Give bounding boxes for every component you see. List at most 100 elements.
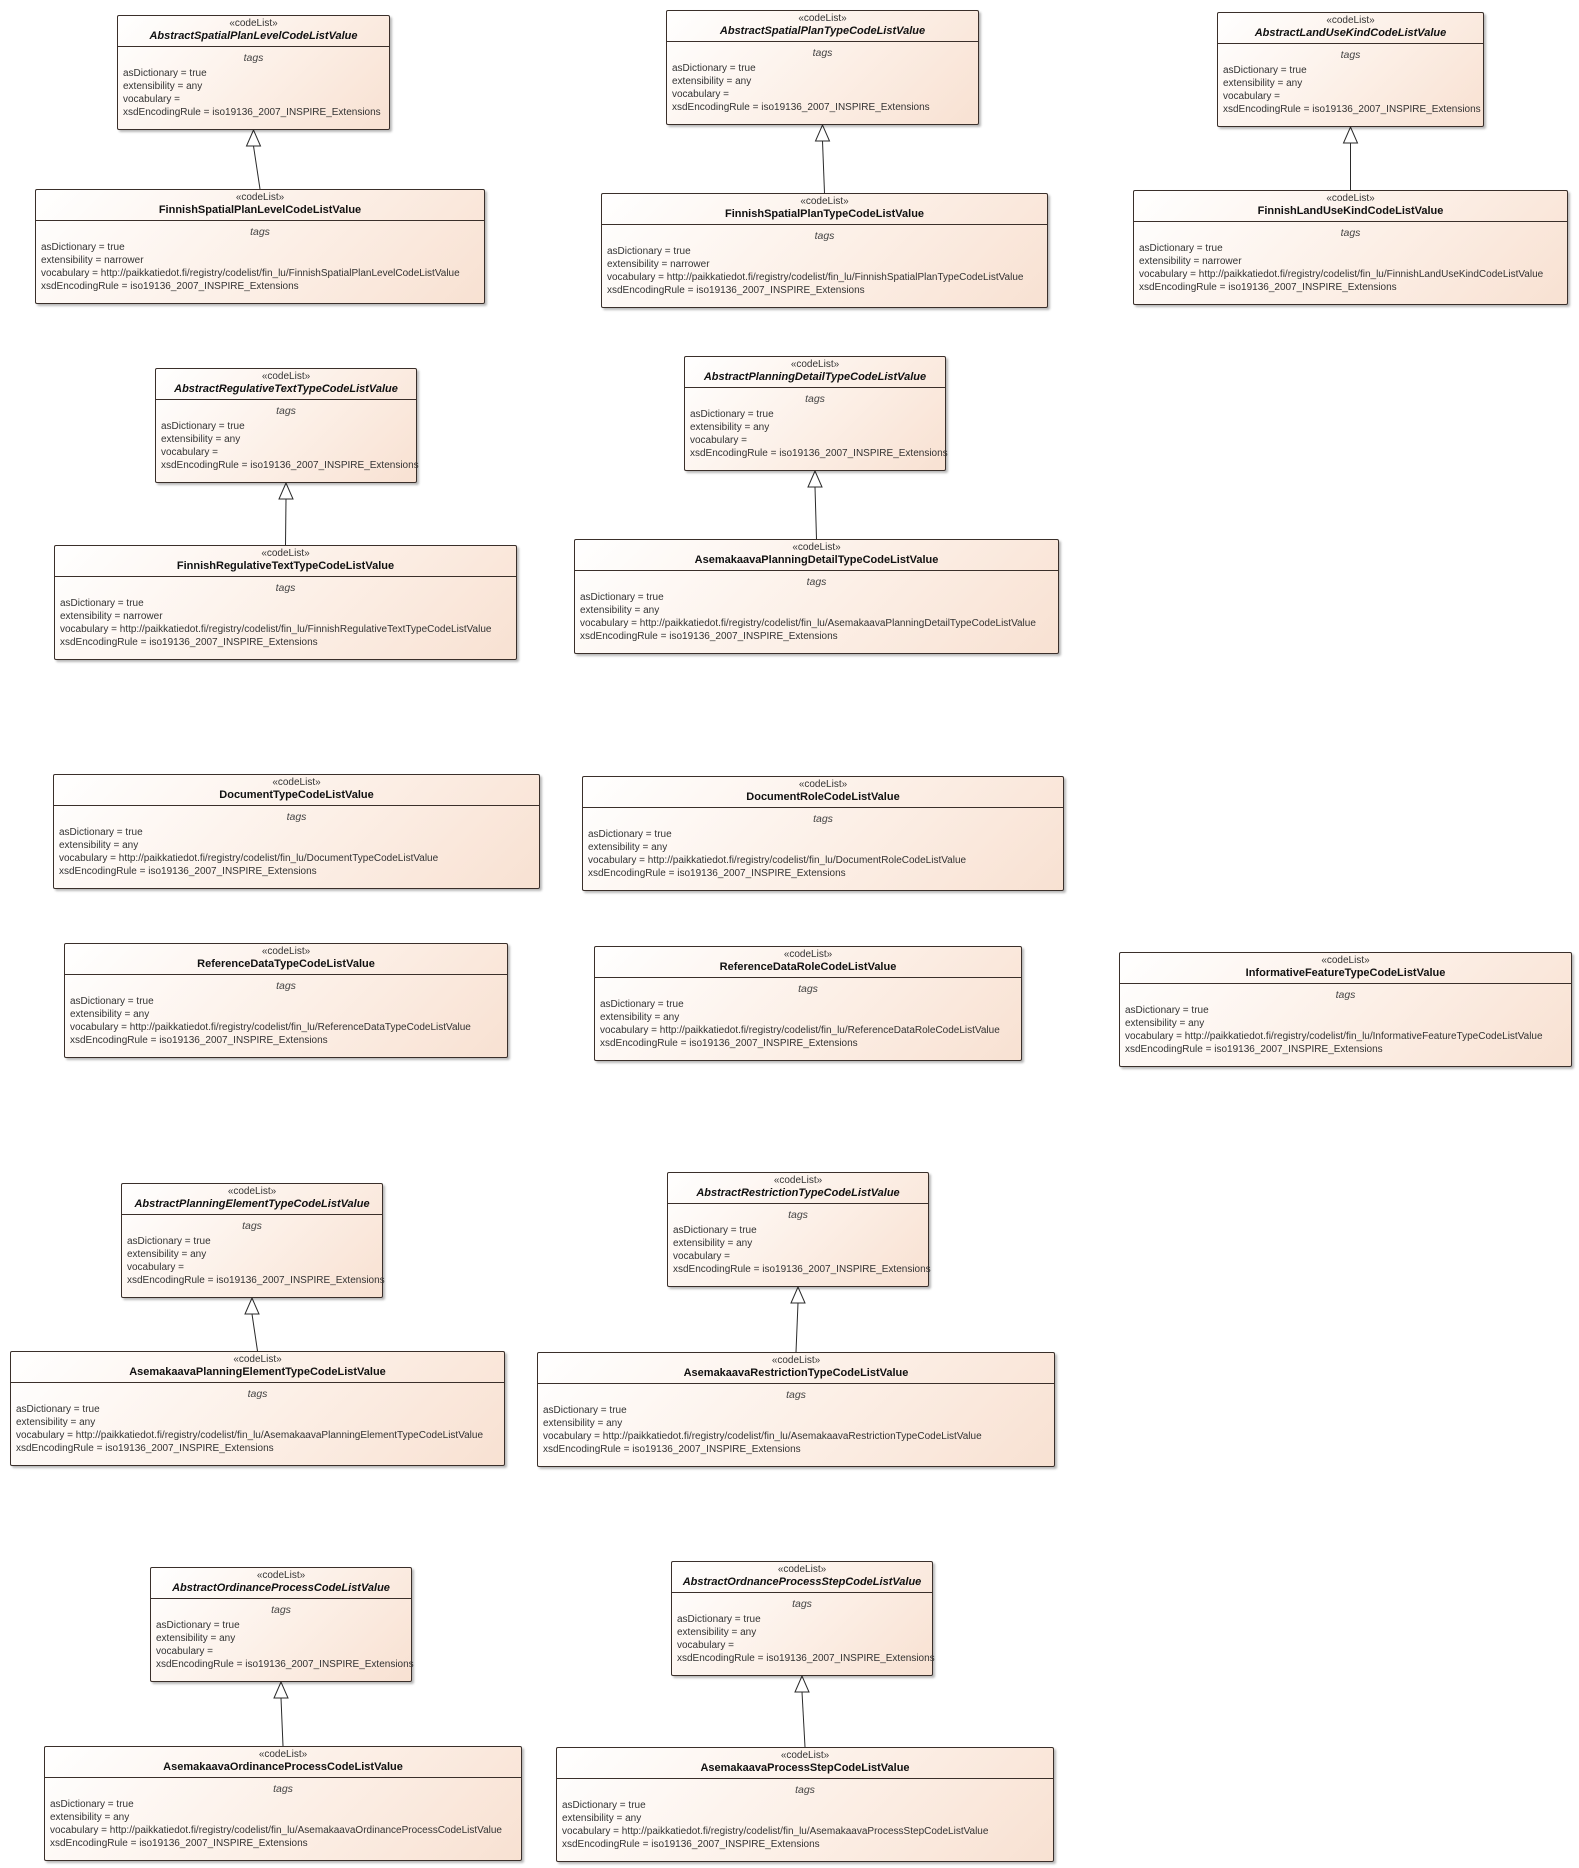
generalization-arrow: [794, 1674, 810, 1748]
class-header: «codeList»AsemakaavaPlanningDetailTypeCo…: [575, 540, 1058, 571]
tag-value: asDictionary = true: [127, 1236, 211, 1247]
tag-value: asDictionary = true: [60, 598, 144, 609]
tags-heading: tags: [243, 52, 264, 64]
tag-value: vocabulary = http://paikkatiedot.fi/regi…: [70, 1022, 471, 1033]
class-box[interactable]: «codeList»AbstractOrdnanceProcessStepCod…: [671, 1561, 935, 1676]
tag-value: asDictionary = true: [123, 68, 207, 79]
class-box[interactable]: «codeList»AsemakaavaPlanningElementTypeC…: [10, 1351, 505, 1466]
tag-value: extensibility = any: [543, 1418, 623, 1429]
tag-value: xsdEncodingRule = iso19136_2007_INSPIRE_…: [677, 1653, 935, 1664]
class-header: «codeList»FinnishSpatialPlanTypeCodeList…: [602, 194, 1047, 225]
class-header: «codeList»AsemakaavaRestrictionTypeCodeL…: [538, 1353, 1054, 1384]
generalization-triangle: [794, 1674, 810, 1693]
class-box[interactable]: «codeList»AbstractPlanningDetailTypeCode…: [684, 356, 948, 471]
tag-value: vocabulary =: [673, 1251, 730, 1262]
tags-heading: tags: [1340, 49, 1361, 61]
tag-value: xsdEncodingRule = iso19136_2007_INSPIRE_…: [70, 1035, 328, 1046]
tag-value: vocabulary = http://paikkatiedot.fi/regi…: [60, 624, 492, 635]
tag-value: extensibility = any: [1223, 78, 1303, 89]
tag-value: vocabulary = http://paikkatiedot.fi/regi…: [580, 618, 1036, 629]
class-box[interactable]: «codeList»ReferenceDataTypeCodeListValue…: [64, 943, 508, 1058]
tag-value: xsdEncodingRule = iso19136_2007_INSPIRE_…: [607, 285, 865, 296]
tag-value: asDictionary = true: [562, 1800, 646, 1811]
tags-heading: tags: [792, 1598, 812, 1610]
tags-heading: tags: [247, 1388, 268, 1400]
class-name: DocumentTypeCodeListValue: [219, 789, 374, 801]
tag-value: xsdEncodingRule = iso19136_2007_INSPIRE_…: [1139, 282, 1397, 293]
class-box[interactable]: «codeList»InformativeFeatureTypeCodeList…: [1119, 952, 1572, 1067]
generalization-triangle: [273, 1680, 289, 1699]
class-box[interactable]: «codeList»AsemakaavaOrdinanceProcessCode…: [44, 1746, 522, 1861]
class-header: «codeList»FinnishLandUseKindCodeListValu…: [1134, 191, 1567, 222]
class-box[interactable]: «codeList»FinnishLandUseKindCodeListValu…: [1133, 190, 1568, 305]
class-box[interactable]: «codeList»AbstractRegulativeTextTypeCode…: [155, 368, 419, 483]
tags-heading: tags: [1335, 989, 1356, 1001]
tag-value: asDictionary = true: [588, 829, 672, 840]
class-box[interactable]: «codeList»AbstractSpatialPlanTypeCodeLis…: [666, 10, 979, 125]
class-box[interactable]: «codeList»AbstractLandUseKindCodeListVal…: [1217, 12, 1484, 127]
class-name: AbstractLandUseKindCodeListValue: [1254, 27, 1447, 39]
tag-value: vocabulary =: [156, 1646, 213, 1657]
tag-value: vocabulary =: [672, 89, 729, 100]
class-name: AbstractSpatialPlanTypeCodeListValue: [719, 25, 926, 37]
tag-value: asDictionary = true: [1223, 65, 1307, 76]
class-name: AbstractPlanningElementTypeCodeListValue: [134, 1198, 370, 1210]
class-box[interactable]: «codeList»AbstractRestrictionTypeCodeLis…: [667, 1172, 931, 1287]
generalization-line: [814, 486, 817, 540]
class-stereotype: «codeList»: [1326, 193, 1375, 204]
class-box[interactable]: «codeList»FinnishSpatialPlanLevelCodeLis…: [35, 189, 485, 304]
tags-compartment: tags asDictionary = true extensibility = a…: [1218, 44, 1483, 118]
tag-value: xsdEncodingRule = iso19136_2007_INSPIRE_…: [673, 1264, 931, 1275]
class-box[interactable]: «codeList»FinnishSpatialPlanTypeCodeList…: [601, 193, 1048, 308]
tag-value: xsdEncodingRule = iso19136_2007_INSPIRE_…: [161, 460, 419, 471]
tag-value: extensibility = narrower: [607, 259, 710, 270]
tag-value: vocabulary =: [677, 1640, 734, 1651]
generalization-arrow: [245, 128, 262, 190]
class-stereotype: «codeList»: [800, 196, 849, 207]
class-stereotype: «codeList»: [777, 1564, 827, 1575]
class-box[interactable]: «codeList»ReferenceDataRoleCodeListValue…: [594, 946, 1022, 1061]
tag-value: vocabulary = http://paikkatiedot.fi/regi…: [16, 1430, 484, 1441]
class-header: «codeList»AbstractOrdnanceProcessStepCod…: [672, 1562, 932, 1593]
class-header: «codeList»AbstractRestrictionTypeCodeLis…: [668, 1173, 928, 1204]
class-name: AbstractRestrictionTypeCodeListValue: [696, 1187, 900, 1199]
tag-value: extensibility = any: [70, 1009, 150, 1020]
tag-value: xsdEncodingRule = iso19136_2007_INSPIRE_…: [59, 866, 317, 877]
class-box[interactable]: «codeList»AsemakaavaProcessStepCodeListV…: [556, 1747, 1054, 1862]
class-box[interactable]: «codeList»AbstractOrdinanceProcessCodeLi…: [150, 1567, 414, 1682]
generalization-line: [253, 145, 261, 190]
class-header: «codeList»AsemakaavaPlanningElementTypeC…: [11, 1352, 504, 1383]
tag-value: vocabulary = http://paikkatiedot.fi/regi…: [50, 1825, 502, 1836]
generalization-triangle: [245, 128, 262, 147]
generalization-line: [280, 1697, 284, 1747]
class-box[interactable]: «codeList»AsemakaavaRestrictionTypeCodeL…: [537, 1352, 1055, 1467]
class-header: «codeList»AsemakaavaProcessStepCodeListV…: [557, 1748, 1053, 1779]
tags-heading: tags: [786, 1389, 806, 1401]
tags-heading: tags: [271, 1604, 291, 1616]
tag-value: asDictionary = true: [1125, 1005, 1209, 1016]
class-box[interactable]: «codeList»FinnishRegulativeTextTypeCodeL…: [54, 545, 517, 660]
tag-value: vocabulary = http://paikkatiedot.fi/regi…: [600, 1025, 1000, 1036]
class-name: AsemakaavaOrdinanceProcessCodeListValue: [163, 1761, 403, 1773]
class-header: «codeList»AbstractPlanningDetailTypeCode…: [685, 357, 945, 388]
tag-value: asDictionary = true: [600, 999, 684, 1010]
class-box[interactable]: «codeList»AsemakaavaPlanningDetailTypeCo…: [574, 539, 1059, 654]
tag-value: vocabulary = http://paikkatiedot.fi/regi…: [1139, 269, 1544, 280]
tag-value: xsdEncodingRule = iso19136_2007_INSPIRE_…: [16, 1443, 274, 1454]
class-box[interactable]: «codeList»AbstractPlanningElementTypeCod…: [121, 1183, 385, 1298]
tag-value: extensibility = any: [161, 434, 241, 445]
tag-value: extensibility = any: [156, 1633, 236, 1644]
class-stereotype: «codeList»: [1326, 15, 1375, 26]
class-box[interactable]: «codeList»AbstractSpatialPlanLevelCodeLi…: [117, 15, 390, 130]
